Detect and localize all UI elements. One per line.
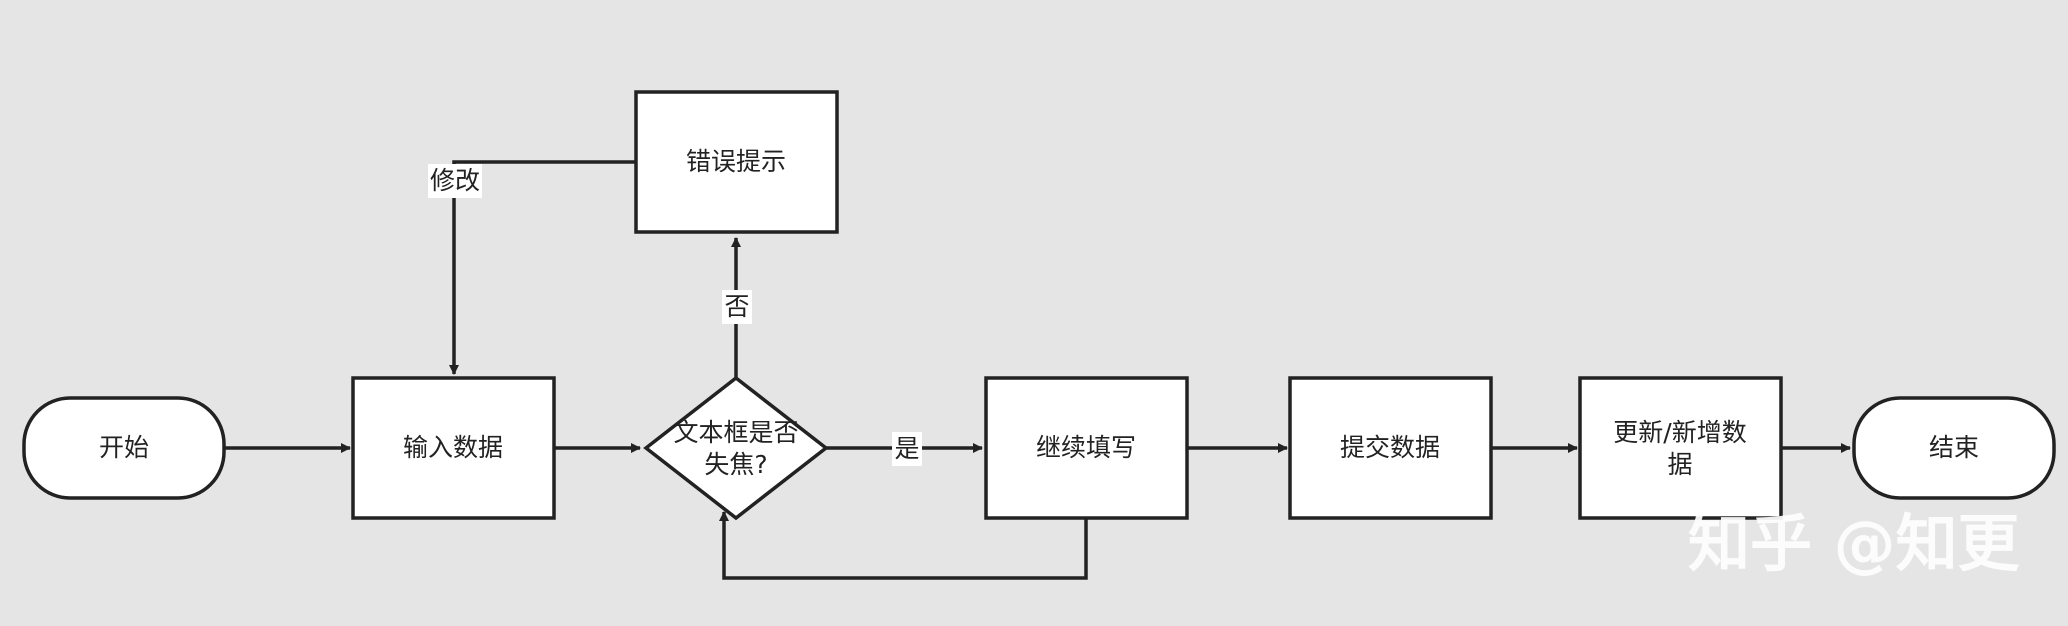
input-data-label: 输入数据	[403, 433, 503, 462]
start-node: 开始	[22, 396, 226, 500]
end-label: 结束	[1929, 433, 1979, 462]
no-edge-label: 否	[722, 290, 752, 324]
edge-labels: 修改 否 是	[428, 164, 922, 466]
error-label: 错误提示	[686, 147, 786, 176]
no-label-text: 否	[724, 292, 749, 321]
yes-edge-label: 是	[892, 432, 922, 466]
modify-label-text: 修改	[430, 166, 480, 195]
submit-label: 提交数据	[1340, 433, 1440, 462]
update-label-line1: 更新/新增数	[1613, 418, 1746, 447]
end-node: 结束	[1852, 396, 2056, 500]
continue-node: 继续填写	[984, 376, 1189, 520]
continue-label: 继续填写	[1036, 433, 1136, 462]
error-node: 错误提示	[634, 90, 839, 234]
start-label: 开始	[99, 433, 149, 462]
decision-node: 文本框是否 失焦?	[643, 375, 829, 521]
edge-error-to-input	[449, 160, 636, 375]
yes-label-text: 是	[894, 434, 919, 463]
edge-continue-to-decision	[719, 511, 1088, 580]
decision-label-line1: 文本框是否	[673, 418, 798, 447]
submit-node: 提交数据	[1288, 376, 1493, 520]
modify-edge-label: 修改	[428, 164, 482, 198]
update-node: 更新/新增数 据	[1578, 376, 1783, 520]
input-data-node: 输入数据	[351, 376, 556, 520]
decision-label-line2: 失焦?	[704, 450, 767, 479]
watermark: 知乎 @知更	[1688, 507, 2021, 580]
nodes: 开始 输入数据 文本框是否 失焦? 错误提示 继续填写 提交数据 更新/新增数 …	[22, 90, 2056, 521]
update-label-line2: 据	[1667, 450, 1692, 479]
